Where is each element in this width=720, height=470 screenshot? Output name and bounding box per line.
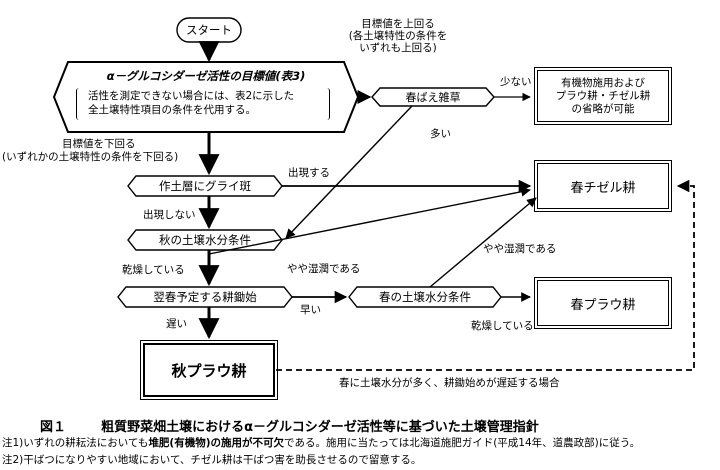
target-note-line-1: 活性を測定できない場合には、表2に示した bbox=[88, 90, 295, 102]
omit-outcome-line-1: 有機物施用および bbox=[561, 76, 645, 89]
edge-label-wet-spring-delayed: 春に土壌水分が多く、耕鋤始めが遅延する場合 bbox=[339, 377, 560, 389]
edge-label-many: 多い bbox=[430, 128, 451, 140]
target-note-bracket bbox=[76, 88, 330, 120]
edge-label-dry-spring: 乾燥している bbox=[471, 320, 534, 332]
gley-decision-shape bbox=[127, 175, 283, 197]
edge-label-appears: 出現する bbox=[288, 167, 330, 179]
note-1-part-a: 注1)いずれの耕耘法においても bbox=[2, 437, 149, 449]
omit-outcome-line-2: プラウ耕・チゼル耕 bbox=[555, 89, 651, 102]
edge-label-above-target-3: いずれも上回る) bbox=[359, 42, 437, 54]
spring-chisel-label: 春チゼル耕 bbox=[570, 180, 636, 196]
edge-label-few: 少ない bbox=[500, 76, 532, 88]
autumn-moisture-shape bbox=[127, 229, 283, 251]
edge-spring-moisture-spring-chisel bbox=[429, 197, 537, 288]
spring-weeds-shape bbox=[371, 87, 495, 107]
figure-caption: 図１ 粗質野菜畑土壌におけるα－グルコシダーゼ活性等に基づいた土壌管理指針 bbox=[40, 416, 539, 435]
edge-label-above-target: 目標値を上回る (各土壌特性の条件を いずれも上回る) bbox=[330, 18, 466, 54]
omit-outcome-line-3: の省略が可能 bbox=[571, 102, 635, 115]
edge-label-above-target-2: (各土壌特性の条件を bbox=[348, 30, 448, 42]
edge-spring-weeds-autumn-moisture bbox=[285, 105, 413, 239]
spring-plow-label: 春プラウ耕 bbox=[570, 297, 636, 313]
edge-label-somewhat-wet-spring: やや湿潤である bbox=[483, 243, 557, 255]
spring-moisture-shape bbox=[348, 286, 502, 308]
omit-outcome-box: 有機物施用および プラウ耕・チゼル耕 の省略が可能 bbox=[534, 67, 672, 125]
note-1-part-c: である。施用に当たっては北海道施肥ガイド(平成14年、道農政部)に従う。 bbox=[284, 437, 641, 449]
target-note-line-2: 全土壌特性項目の条件を代用する。 bbox=[88, 104, 256, 116]
edge-label-late: 遅い bbox=[166, 318, 187, 330]
edge-label-not-appear: 出現しない bbox=[143, 209, 196, 221]
autumn-plow-label: 秋プラウ耕 bbox=[171, 361, 247, 380]
autumn-moisture-node: 秋の土壌水分条件 bbox=[159, 233, 251, 247]
spring-plow-box: 春プラウ耕 bbox=[534, 277, 672, 329]
note-1-emphasis: 堆肥(有機物)の施用が不可欠 bbox=[148, 437, 285, 449]
note-2: 注2)干ばつになりやすい地域において、チゼル耕は干ばつ害を助長させるので留意する… bbox=[2, 454, 422, 466]
start-node: スタート bbox=[186, 23, 232, 37]
spring-moisture-node: 春の土壌水分条件 bbox=[379, 290, 471, 304]
edge-autumn-moisture-spring-chisel bbox=[208, 186, 531, 255]
edge-label-below-target-2: (いずれかの土壌特性の条件を下回る) bbox=[2, 151, 179, 163]
edge-label-dry-autumn: 乾燥している bbox=[122, 264, 185, 276]
spring-plowing-start-node: 翌春予定する耕鋤始 bbox=[153, 290, 257, 304]
edge-label-below-target-1: 目標値を下回る bbox=[62, 138, 136, 150]
spring-chisel-box: 春チゼル耕 bbox=[534, 160, 672, 212]
edge-label-early: 早い bbox=[300, 304, 321, 316]
autumn-plow-box: 秋プラウ耕 bbox=[140, 340, 278, 400]
gley-node: 作土層にグライ斑 bbox=[159, 179, 251, 193]
figure-title: 粗質野菜畑土壌におけるα－グルコシダーゼ活性等に基づいた土壌管理指針 bbox=[101, 420, 539, 435]
target-decision-title: α－グルコシダーゼ活性の目標値(表3) bbox=[106, 69, 306, 83]
edge-label-somewhat-wet-autumn: やや湿潤である bbox=[287, 263, 361, 275]
spring-plowing-start-shape bbox=[117, 286, 293, 308]
edge-autumn-plow-spring-chisel-dashed bbox=[276, 179, 695, 371]
spring-weeds-node: 春ばえ雑草 bbox=[405, 91, 461, 104]
target-decision-shape bbox=[52, 61, 360, 133]
figure-number: 図１ bbox=[40, 420, 67, 435]
note-1: 注1)いずれの耕耘法においても堆肥(有機物)の施用が不可欠である。施用に当たって… bbox=[2, 435, 640, 450]
edge-label-above-target-1: 目標値を上回る bbox=[361, 18, 435, 30]
